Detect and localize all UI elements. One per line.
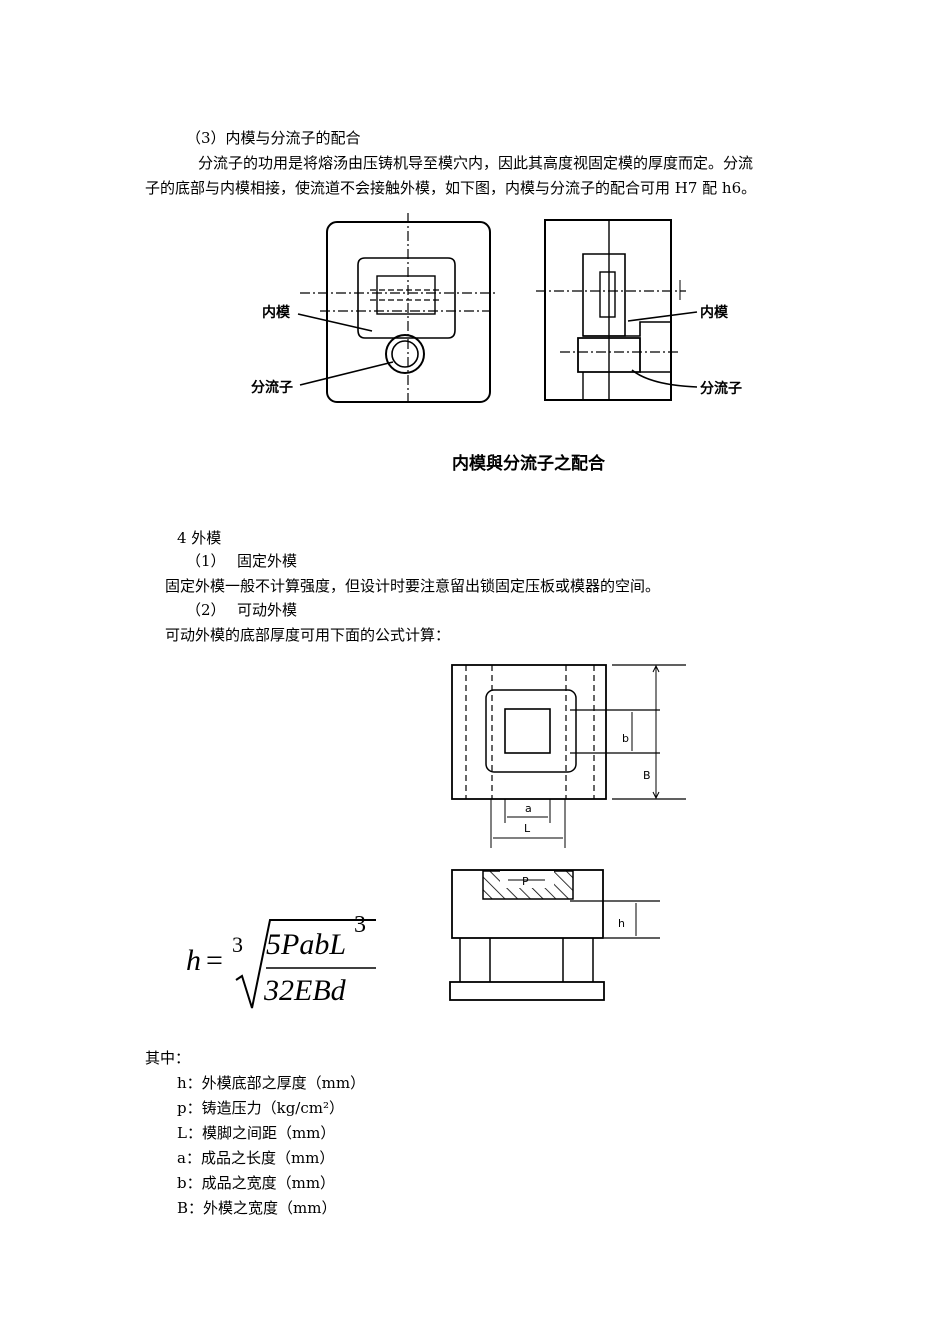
figure1-label-sprue-right: 分流子 — [700, 381, 742, 397]
figure1-label-sprue-left: 分流子 — [251, 380, 293, 396]
figure1-label-inner-mold-left: 内模 — [262, 305, 290, 321]
formula-exponent: 3 — [354, 912, 366, 938]
dim-label-L: L — [524, 822, 531, 835]
figure1-caption: 内模與分流子之配合 — [452, 454, 605, 474]
section4-sub2-text: 可动外模的底部厚度可用下面的公式计算： — [165, 626, 451, 644]
legend-item: a：成品之长度（mm） — [177, 1149, 335, 1167]
section4-sub1-text: 固定外模一般不计算强度，但设计时要注意留出锁固定压板或模器的空间。 — [165, 577, 661, 595]
section3-paragraph-line1: 分流子的功用是将熔汤由压铸机导至模穴内，因此其高度视固定模的厚度而定。分流 — [198, 154, 754, 172]
legend-item: L：模脚之间距（mm） — [177, 1124, 336, 1142]
legend-item: b：成品之宽度（mm） — [177, 1174, 336, 1192]
section4-heading: 4 外模 — [177, 529, 222, 547]
movable-outer-mold-figure: b B a L P h — [449, 664, 686, 1001]
section4-sub2-title: 可动外模 — [237, 601, 298, 619]
formula-root-index: 3 — [232, 932, 243, 957]
dim-label-B: B — [643, 769, 651, 782]
dim-label-b: b — [622, 732, 629, 745]
dim-label-a: a — [525, 802, 532, 815]
inner-mold-sprue-figure — [297, 213, 698, 403]
dim-label-P: P — [522, 875, 529, 888]
section4-sub1-number: （1） — [186, 552, 226, 570]
formula-denominator: 32EBd — [264, 974, 346, 1007]
figure1-label-inner-mold-right: 内模 — [700, 305, 728, 321]
legend-intro: 其中： — [145, 1049, 191, 1067]
legend-item: p：铸造压力（kg/cm²） — [177, 1099, 344, 1117]
section3-paragraph-line2: 子的底部与内模相接，使流道不会接触外模，如下图，内模与分流子的配合可用 H7 配… — [145, 179, 757, 197]
section4-sub1-title: 固定外模 — [237, 552, 298, 570]
section4-sub2-number: （2） — [186, 601, 226, 619]
legend-item: B：外模之宽度（mm） — [177, 1199, 337, 1217]
formula-equals: = — [206, 944, 223, 977]
section3-heading: （3）内模与分流子的配合 — [186, 129, 361, 147]
radical-sign — [235, 919, 376, 1009]
legend-item: h：外模底部之厚度（mm） — [177, 1074, 366, 1092]
dim-label-h: h — [618, 917, 625, 930]
formula-lhs: h — [186, 944, 201, 977]
bottom-thickness-formula: h = 3 5PabL 3 32EBd — [186, 912, 386, 1013]
formula-numerator: 5PabL — [266, 928, 347, 961]
